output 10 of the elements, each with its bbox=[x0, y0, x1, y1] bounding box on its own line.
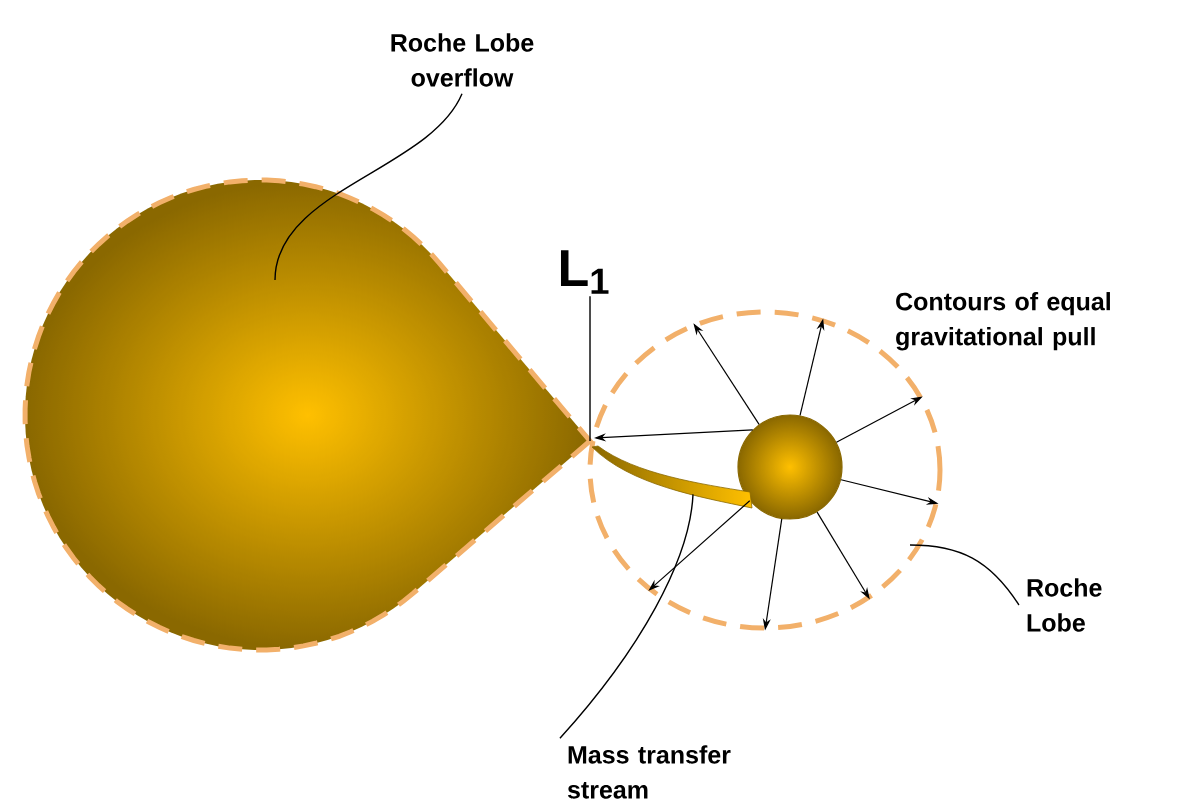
leader-line bbox=[274, 93, 463, 281]
leader-line bbox=[909, 544, 1020, 606]
label-text: Contours of equal gravitational pull bbox=[896, 292, 1110, 351]
label-text: Mass transfer stream bbox=[567, 745, 731, 799]
leader-line bbox=[559, 493, 694, 739]
point-label: L$_{1}$ bbox=[561, 250, 609, 294]
label-text: Roche Lobe bbox=[1027, 578, 1102, 632]
label-text: Roche Lobe overflow bbox=[391, 33, 534, 87]
leader-line bbox=[589, 295, 591, 442]
mass-stream bbox=[591, 445, 753, 509]
